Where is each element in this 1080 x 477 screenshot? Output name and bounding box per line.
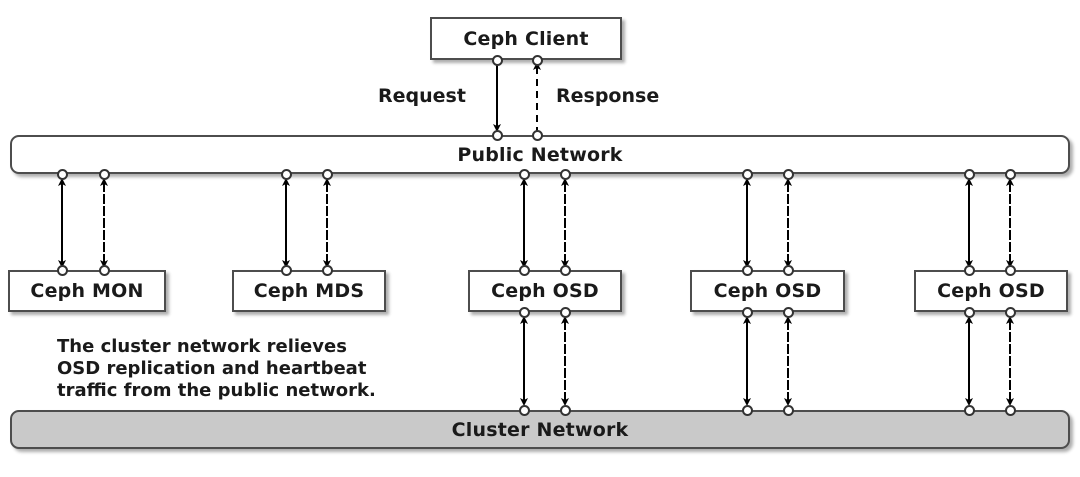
port-public-bottom-mon-b	[98, 168, 110, 180]
port-mds-top-a	[280, 264, 292, 276]
ceph-mon-box[interactable]: Ceph MON	[8, 270, 166, 312]
port-public-bottom-osd2-a	[741, 168, 753, 180]
port-mon-top-b	[98, 264, 110, 276]
port-public-bottom-osd3-b	[1004, 168, 1016, 180]
ceph-osd-1-box[interactable]: Ceph OSD	[468, 270, 622, 312]
port-osd3-top-b	[1004, 264, 1016, 276]
ceph-osd-2-box[interactable]: Ceph OSD	[690, 270, 845, 312]
response-label: Response	[556, 85, 660, 107]
port-osd1-bottom-a	[518, 306, 530, 318]
ceph-osd-1-label: Ceph OSD	[491, 280, 599, 302]
port-mds-top-b	[321, 264, 333, 276]
ceph-osd-3-label: Ceph OSD	[937, 280, 1045, 302]
port-public-bottom-mds-b	[321, 168, 333, 180]
port-public-bottom-osd3-a	[963, 168, 975, 180]
port-public-bottom-mon-a	[56, 168, 68, 180]
port-public-top-response	[531, 129, 543, 141]
port-cluster-top-osd2-b	[782, 404, 794, 416]
port-client-bottom-request	[491, 54, 503, 66]
ceph-osd-3-box[interactable]: Ceph OSD	[914, 270, 1068, 312]
port-osd2-bottom-b	[782, 306, 794, 318]
port-osd3-bottom-a	[963, 306, 975, 318]
port-public-top-request	[491, 129, 503, 141]
port-public-bottom-osd2-b	[782, 168, 794, 180]
ceph-client-box[interactable]: Ceph Client	[430, 17, 622, 60]
port-osd3-top-a	[963, 264, 975, 276]
port-cluster-top-osd3-a	[963, 404, 975, 416]
port-osd1-top-a	[518, 264, 530, 276]
port-cluster-top-osd3-b	[1004, 404, 1016, 416]
port-osd3-bottom-b	[1004, 306, 1016, 318]
port-osd2-top-b	[782, 264, 794, 276]
ceph-mon-label: Ceph MON	[30, 280, 144, 302]
ceph-osd-2-label: Ceph OSD	[713, 280, 822, 302]
request-label: Request	[378, 85, 466, 107]
port-osd2-top-a	[741, 264, 753, 276]
port-osd2-bottom-a	[741, 306, 753, 318]
port-osd1-top-b	[559, 264, 571, 276]
port-cluster-top-osd1-b	[559, 404, 571, 416]
public-network-label: Public Network	[457, 143, 623, 166]
cluster-network-label: Cluster Network	[451, 418, 629, 441]
ceph-mds-box[interactable]: Ceph MDS	[232, 270, 386, 312]
port-public-bottom-mds-a	[280, 168, 292, 180]
cluster-network-note: The cluster network relieves OSD replica…	[57, 336, 376, 401]
port-client-bottom-response	[531, 54, 543, 66]
port-public-bottom-osd1-b	[559, 168, 571, 180]
ceph-mds-label: Ceph MDS	[253, 280, 365, 302]
cluster-network-bar[interactable]: Cluster Network	[10, 410, 1070, 449]
port-cluster-top-osd1-a	[518, 404, 530, 416]
ceph-client-label: Ceph Client	[463, 27, 589, 50]
port-public-bottom-osd1-a	[518, 168, 530, 180]
port-mon-top-a	[56, 264, 68, 276]
port-osd1-bottom-b	[559, 306, 571, 318]
port-cluster-top-osd2-a	[741, 404, 753, 416]
